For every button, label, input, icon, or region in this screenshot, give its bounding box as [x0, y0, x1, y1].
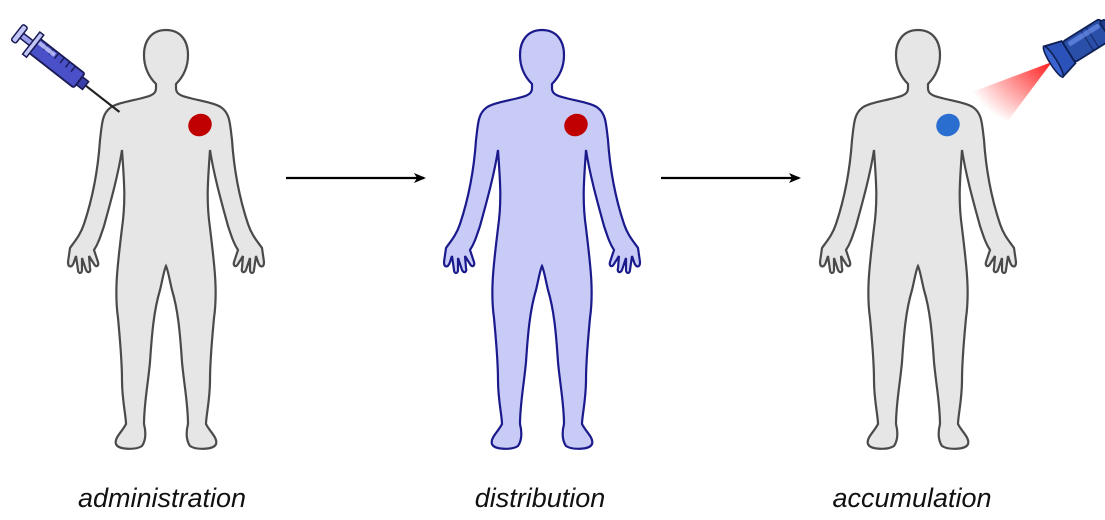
human-body-distribution	[444, 30, 640, 449]
figure-administration	[68, 30, 264, 449]
light-beam	[972, 62, 1052, 126]
flashlight-icon	[1041, 11, 1105, 78]
caption-administration: administration	[12, 483, 312, 514]
figure-distribution	[444, 30, 640, 449]
human-body-administration	[68, 30, 264, 449]
caption-accumulation: accumulation	[762, 483, 1062, 514]
caption-distribution: distribution	[390, 483, 690, 514]
